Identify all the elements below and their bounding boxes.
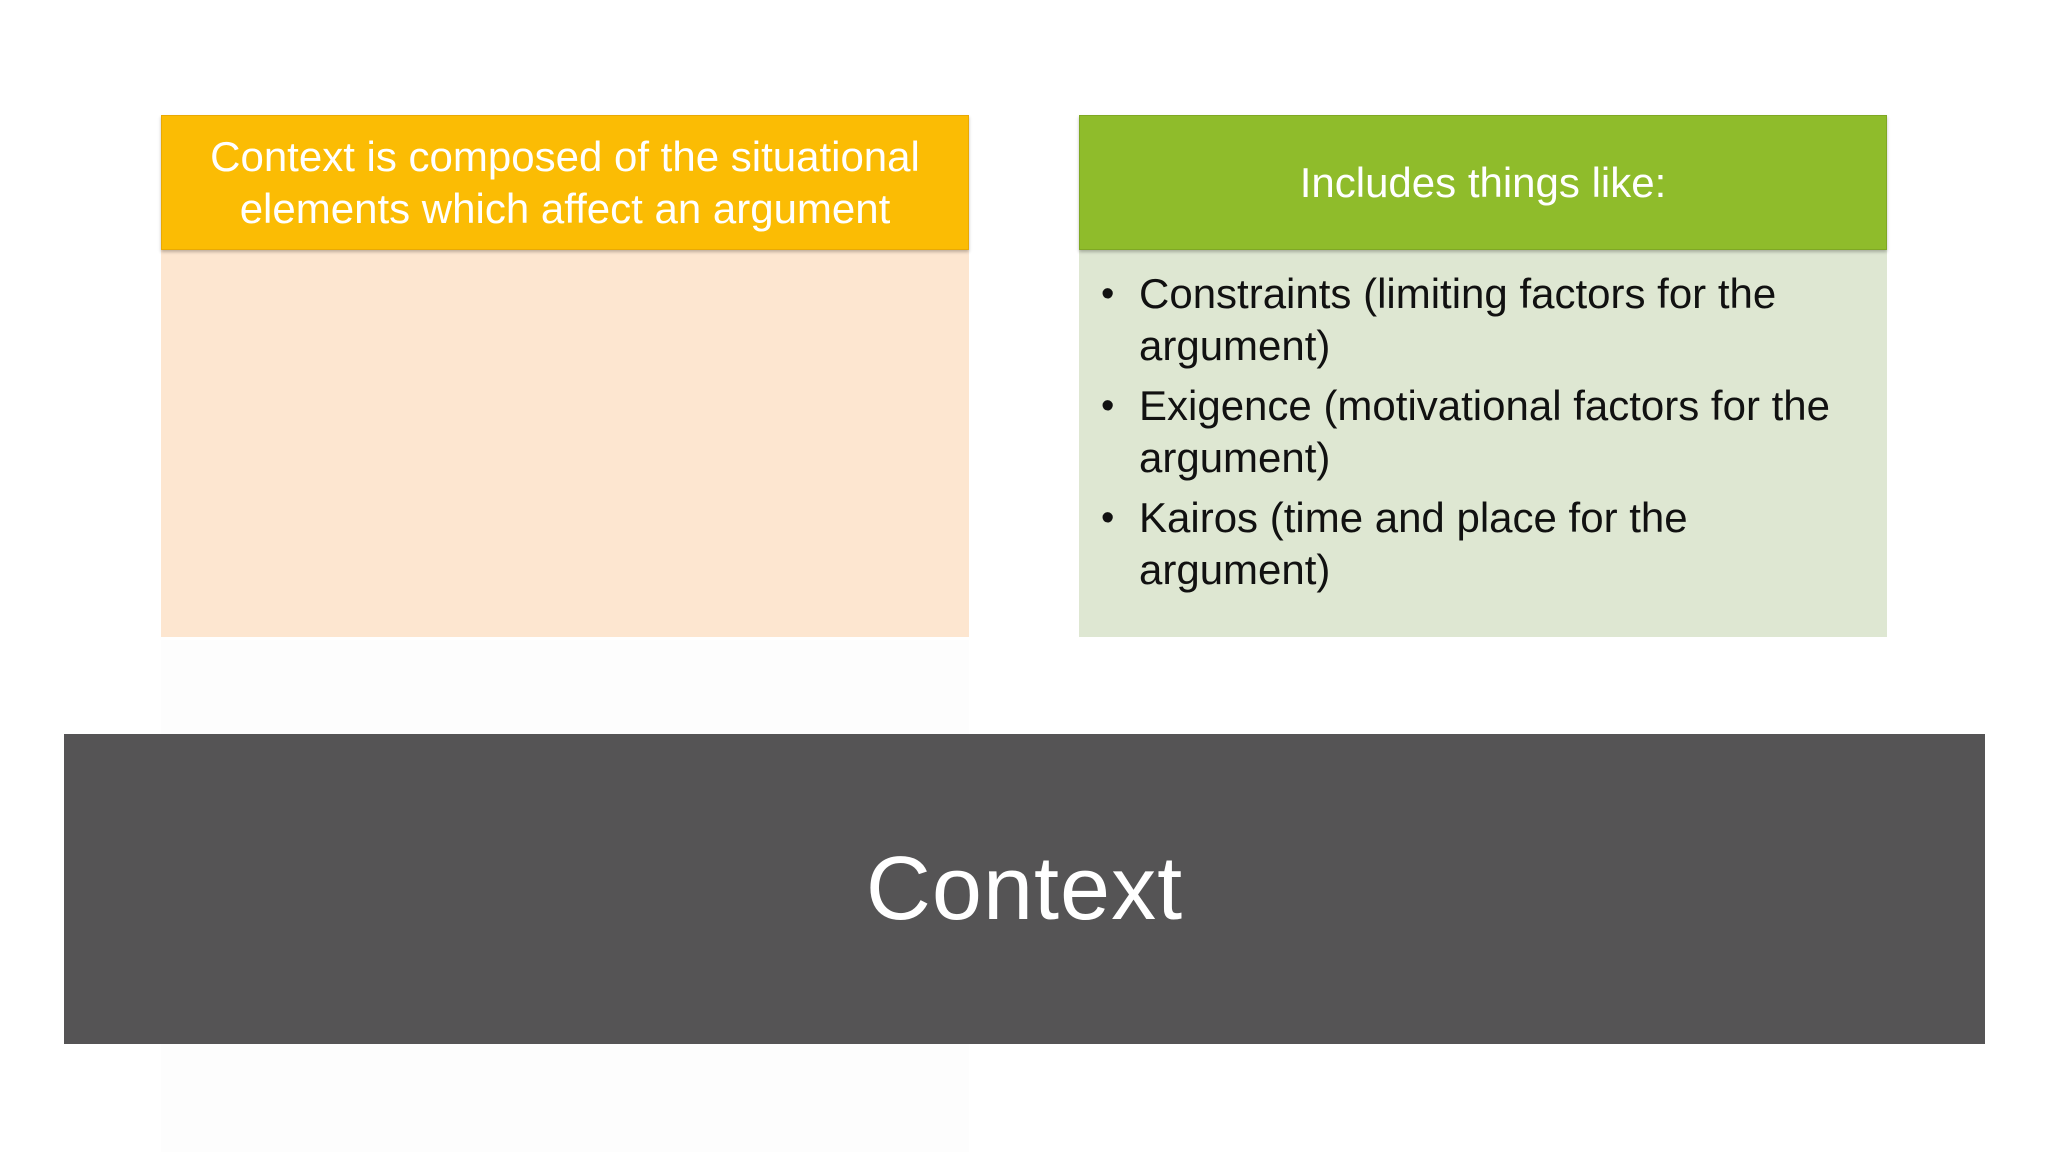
- list-item: • Constraints (limiting factors for the …: [1101, 268, 1847, 372]
- bullet-dot-icon: •: [1101, 273, 1115, 315]
- right-panel: Includes things like: • Constraints (lim…: [1079, 115, 1887, 637]
- left-panel: Context is composed of the situational e…: [161, 115, 969, 637]
- right-panel-body: • Constraints (limiting factors for the …: [1079, 250, 1887, 637]
- right-panel-header: Includes things like:: [1079, 115, 1887, 250]
- list-item: • Exigence (motivational factors for the…: [1101, 380, 1847, 484]
- slide-title: Context: [865, 839, 1184, 939]
- bullet-text: Constraints (limiting factors for the ar…: [1139, 270, 1777, 369]
- bullet-text: Exigence (motivational factors for the a…: [1139, 382, 1830, 481]
- bullet-dot-icon: •: [1101, 385, 1115, 427]
- left-panel-header: Context is composed of the situational e…: [161, 115, 969, 250]
- left-panel-body: [161, 250, 969, 637]
- title-band: Context: [64, 734, 1985, 1044]
- bullet-list: • Constraints (limiting factors for the …: [1101, 268, 1847, 596]
- bullet-text: Kairos (time and place for the argument): [1139, 494, 1688, 593]
- list-item: • Kairos (time and place for the argumen…: [1101, 492, 1847, 596]
- bullet-dot-icon: •: [1101, 497, 1115, 539]
